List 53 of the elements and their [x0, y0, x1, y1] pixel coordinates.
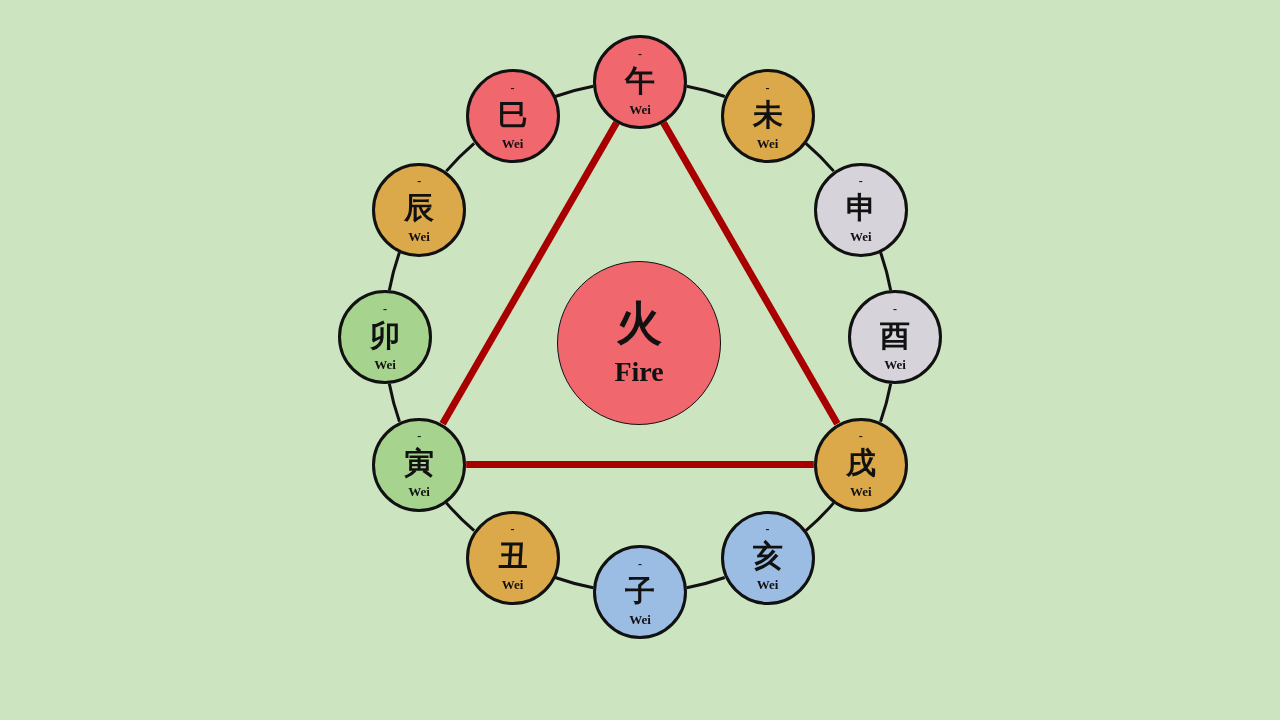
- romanization-label: Wei: [629, 611, 651, 627]
- branch-character: 戌: [845, 446, 876, 480]
- romanization-label: Wei: [408, 229, 430, 244]
- ring-arc: [879, 383, 893, 423]
- dash-label: -: [417, 430, 422, 442]
- branch-character: 亥: [752, 539, 783, 574]
- ring-arc: [445, 142, 476, 173]
- dash-label: -: [510, 81, 515, 94]
- branch-character: 寅: [404, 446, 435, 480]
- ring-arc: [686, 576, 726, 590]
- ring-arc: [804, 142, 835, 173]
- element-name-label: Fire: [614, 356, 664, 388]
- dash-label: -: [510, 523, 515, 536]
- dash-label: -: [858, 175, 863, 187]
- triangle-side: [660, 120, 841, 426]
- ring-arc: [804, 501, 835, 532]
- branch-character: 辰: [404, 191, 435, 225]
- dash-label: -: [383, 302, 387, 315]
- branch-character: 未: [752, 97, 783, 132]
- triangle-side: [466, 461, 814, 468]
- dash-label: -: [638, 47, 642, 60]
- romanization-label: Wei: [629, 101, 651, 117]
- branch-character: 丑: [497, 539, 528, 574]
- dash-label: -: [638, 557, 642, 570]
- ring-arc: [445, 501, 476, 532]
- dash-label: -: [765, 81, 770, 94]
- romanization-label: Wei: [756, 577, 779, 593]
- dash-label: -: [765, 523, 770, 536]
- branch-character: 午: [625, 63, 655, 98]
- romanization-label: Wei: [501, 577, 524, 593]
- romanization-label: Wei: [756, 135, 779, 151]
- romanization-label: Wei: [501, 135, 524, 151]
- ring-arc: [387, 251, 401, 291]
- dash-label: -: [417, 175, 422, 187]
- ring-arc: [554, 84, 594, 98]
- branch-character: 卯: [370, 318, 400, 353]
- ring-arc: [554, 576, 594, 590]
- branch-character: 酉: [880, 318, 910, 353]
- branch-character: 巳: [497, 97, 528, 132]
- branch-character: 申: [845, 191, 876, 225]
- ring-arc: [686, 84, 726, 98]
- branch-character: 子: [625, 573, 655, 608]
- element-character: 火: [616, 298, 662, 350]
- romanization-label: Wei: [408, 484, 430, 499]
- romanization-label: Wei: [884, 356, 906, 372]
- triangle-side: [439, 120, 620, 426]
- ring-arc: [879, 251, 893, 291]
- ring-arc: [387, 383, 401, 423]
- dash-label: -: [858, 430, 863, 442]
- romanization-label: Wei: [374, 356, 396, 372]
- romanization-label: Wei: [850, 229, 872, 244]
- dash-label: -: [893, 302, 897, 315]
- romanization-label: Wei: [850, 484, 872, 499]
